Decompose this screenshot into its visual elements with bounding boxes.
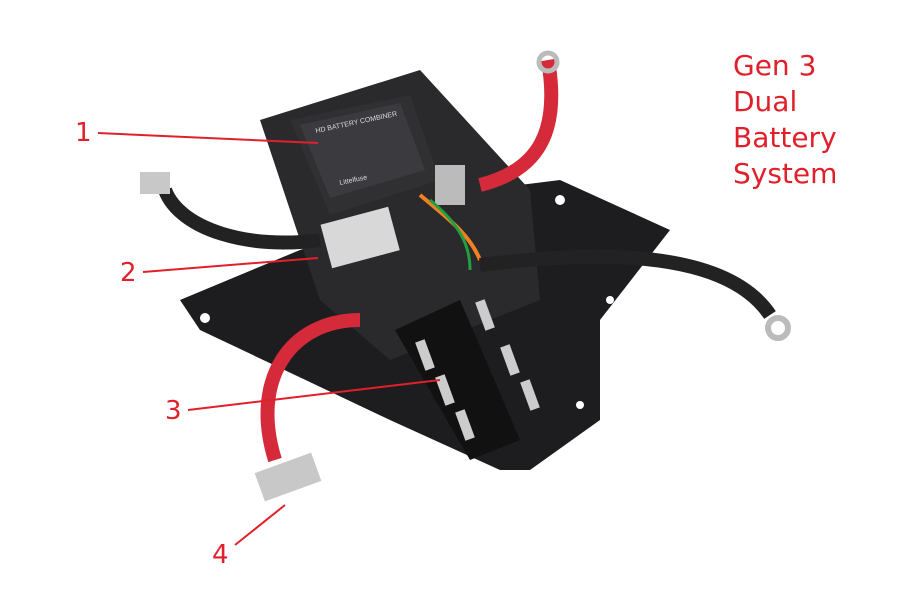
bus-bars (395, 299, 540, 460)
black-cable-right (479, 249, 776, 320)
callout-line-3 (187, 379, 441, 411)
callout-2: 2 (120, 258, 137, 288)
title-line: Battery (733, 121, 837, 154)
battery-terminal-clamp (254, 452, 322, 502)
connector (320, 206, 400, 269)
callout-line-4 (234, 504, 286, 546)
title-line: Gen 3 (733, 49, 817, 82)
red-cable-bottom (260, 313, 361, 463)
callout-line-2 (142, 257, 319, 273)
title-line: Dual (733, 85, 798, 118)
title-line: System (733, 157, 838, 190)
callout-1: 1 (75, 118, 92, 148)
product-title: Gen 3 Dual Battery System (733, 48, 837, 192)
red-cable-top (478, 58, 559, 192)
black-cable-left (158, 187, 321, 250)
callout-3: 3 (165, 396, 182, 426)
callout-line-1 (97, 132, 319, 144)
callout-4: 4 (212, 540, 229, 570)
battery-combiner: HD BATTERY COMBINER Littelfuse (290, 95, 440, 215)
